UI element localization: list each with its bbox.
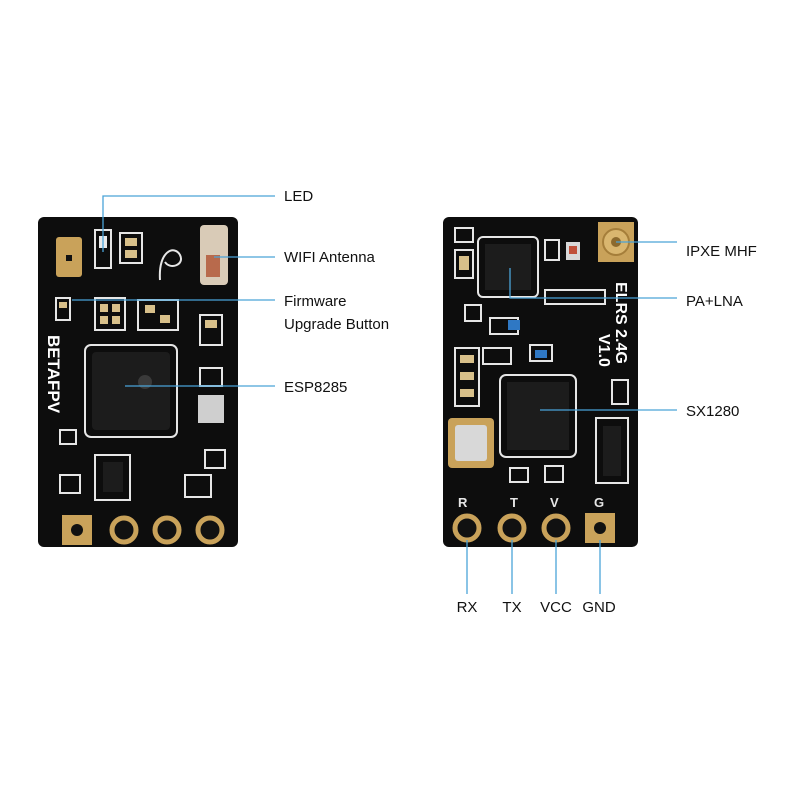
- label-upgrade-button: Upgrade Button: [284, 316, 389, 333]
- label-esp8285: ESP8285: [284, 379, 347, 396]
- label-pa-lna: PA+LNA: [686, 293, 743, 310]
- left-pad-4: [195, 515, 225, 545]
- pad-vcc: [541, 513, 571, 543]
- left-labels: LED WIFI Antenna Firmware Upgrade Button…: [284, 188, 389, 396]
- label-led: LED: [284, 188, 313, 205]
- label-wifi-antenna: WIFI Antenna: [284, 249, 376, 266]
- brand-label: BETAFPV: [44, 335, 63, 414]
- pad-letter-r: R: [458, 495, 468, 510]
- firmware-button: [94, 297, 126, 331]
- esp8285-outline: [84, 344, 178, 438]
- sx1280-chip: [507, 382, 569, 450]
- label-ipxe-mhf: IPXE MHF: [686, 243, 757, 260]
- silk-version: V1.0: [595, 334, 612, 367]
- left-pad-3: [152, 515, 182, 545]
- label-tx: TX: [502, 599, 521, 616]
- left-leaders: [72, 195, 275, 387]
- sx1280-outline: [499, 374, 577, 458]
- label-sx1280: SX1280: [686, 403, 739, 420]
- right-board: ELRS 2.4G V1.0 R T V G: [443, 217, 638, 547]
- pa-lna-chip: [485, 244, 531, 290]
- pad-letter-t: T: [510, 495, 518, 510]
- pa-lna-outline: [477, 236, 539, 298]
- label-rx: RX: [457, 599, 478, 616]
- leader-pa-lna: [509, 268, 677, 299]
- pad-tx: [497, 513, 527, 543]
- pad-rx: [452, 513, 482, 543]
- left-board: BETAFPV: [38, 217, 238, 547]
- crystal: [198, 395, 224, 423]
- label-vcc: VCC: [540, 599, 572, 616]
- leader-led: [102, 195, 275, 252]
- silk-elrs: ELRS 2.4G: [612, 282, 629, 364]
- right-leaders: [466, 241, 677, 594]
- logo-mark: [158, 249, 182, 281]
- pad-letter-v: V: [550, 495, 559, 510]
- label-gnd: GND: [582, 599, 616, 616]
- right-labels: IPXE MHF PA+LNA SX1280 RX TX VCC GND: [457, 243, 757, 616]
- esp8285-chip: [92, 352, 170, 430]
- pad-letter-g: G: [594, 495, 604, 510]
- label-firmware: Firmware: [284, 293, 347, 310]
- left-pad-2: [109, 515, 139, 545]
